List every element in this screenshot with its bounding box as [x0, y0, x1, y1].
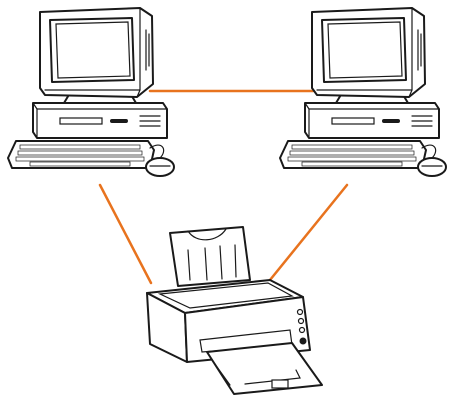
- desktop-computer-icon: [279, 7, 447, 177]
- inkjet-printer-icon: [146, 226, 323, 395]
- printer: [146, 226, 323, 395]
- connections: [98, 89, 349, 285]
- desktop-computer-icon: [7, 7, 175, 177]
- connection-left-printer: [98, 183, 153, 285]
- computer-right: [279, 7, 447, 177]
- connection-right-printer: [268, 183, 349, 282]
- computer-left: [7, 7, 175, 177]
